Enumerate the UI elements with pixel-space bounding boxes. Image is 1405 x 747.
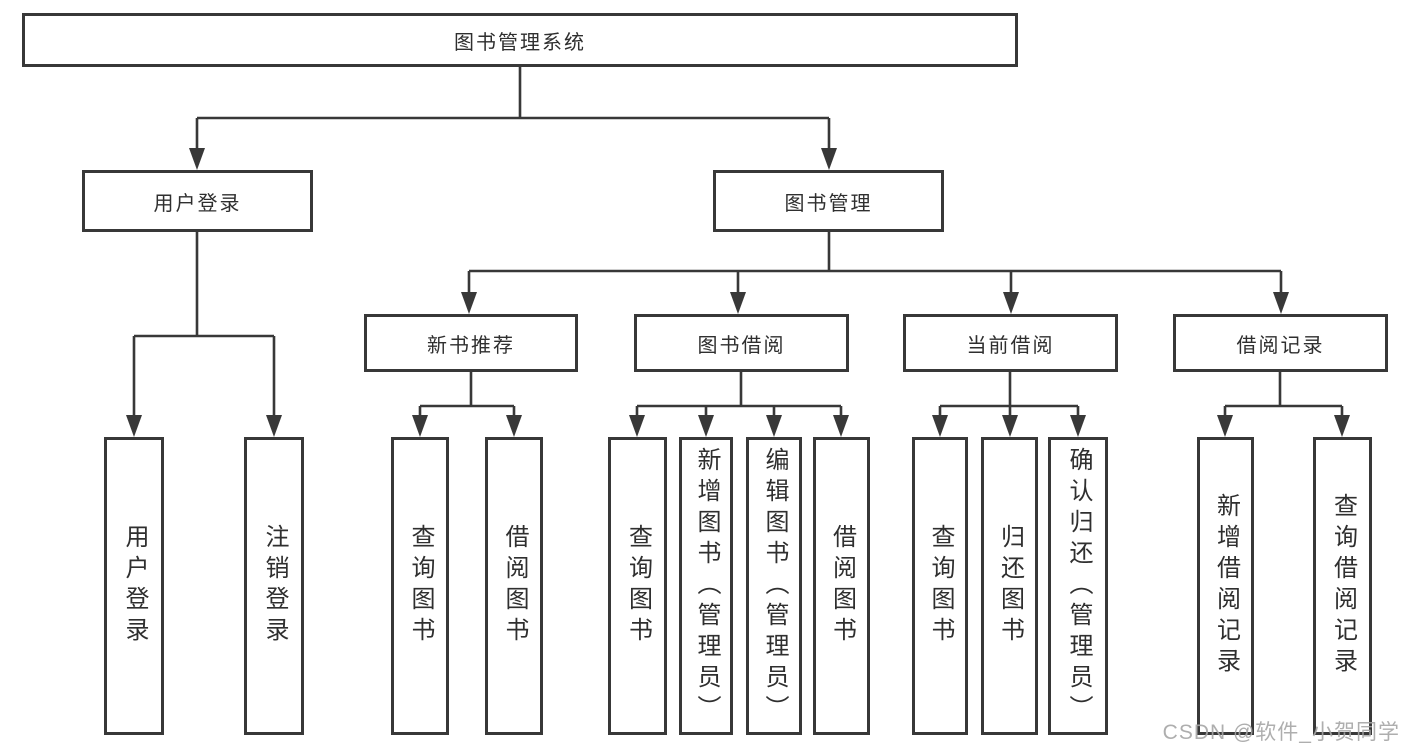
node-borrow-records-label: 借阅记录 bbox=[1236, 334, 1325, 357]
leaf-nbr-query-books: 查询图书 bbox=[391, 437, 449, 735]
leaf-user-login-label: 用户登录 bbox=[121, 524, 148, 648]
node-user-login-label: 用户登录 bbox=[153, 192, 242, 215]
leaf-bb-edit-books-admin-label: 编辑图书（管理员） bbox=[761, 446, 788, 726]
csdn-watermark: CSDN @软件_小贺同学 bbox=[1162, 721, 1400, 744]
leaf-logout-label: 注销登录 bbox=[261, 524, 288, 648]
connector-borrow-records bbox=[1217, 372, 1350, 437]
node-root-label: 图书管理系统 bbox=[454, 31, 586, 54]
leaf-bb-query-books: 查询图书 bbox=[608, 437, 667, 735]
leaf-bb-edit-books-admin: 编辑图书（管理员） bbox=[746, 437, 802, 735]
leaf-cb-return-books-label: 归还图书 bbox=[996, 524, 1024, 648]
leaf-cb-confirm-return-admin-label: 确认归还（管理员） bbox=[1065, 446, 1092, 726]
node-book-management: 图书管理 bbox=[713, 170, 944, 232]
leaf-cb-query-books-label: 查询图书 bbox=[927, 524, 954, 648]
node-root: 图书管理系统 bbox=[22, 13, 1018, 67]
leaf-bb-add-books-admin: 新增图书（管理员） bbox=[679, 437, 733, 735]
leaf-logout: 注销登录 bbox=[244, 437, 304, 735]
leaf-nbr-borrow-books: 借阅图书 bbox=[485, 437, 543, 735]
leaf-cb-return-books: 归还图书 bbox=[981, 437, 1038, 735]
leaf-bb-borrow-books: 借阅图书 bbox=[813, 437, 870, 735]
connector-current-borrow bbox=[932, 372, 1086, 437]
leaf-br-add-record: 新增借阅记录 bbox=[1197, 437, 1254, 735]
node-user-login: 用户登录 bbox=[82, 170, 313, 232]
node-new-book-rec: 新书推荐 bbox=[364, 314, 578, 372]
leaf-bb-add-books-admin-label: 新增图书（管理员） bbox=[693, 446, 720, 726]
node-book-borrow: 图书借阅 bbox=[634, 314, 849, 372]
node-book-management-label: 图书管理 bbox=[784, 192, 873, 215]
leaf-br-query-record-label: 查询借阅记录 bbox=[1329, 493, 1357, 679]
leaf-br-add-record-label: 新增借阅记录 bbox=[1212, 493, 1240, 679]
leaf-user-login: 用户登录 bbox=[104, 437, 164, 735]
leaf-bb-borrow-books-label: 借阅图书 bbox=[828, 524, 856, 648]
node-current-borrow: 当前借阅 bbox=[903, 314, 1118, 372]
connector-new-book-rec bbox=[412, 372, 522, 437]
connector-root bbox=[189, 67, 837, 170]
node-borrow-records: 借阅记录 bbox=[1173, 314, 1388, 372]
node-book-borrow-label: 图书借阅 bbox=[697, 334, 786, 357]
leaf-bb-query-books-label: 查询图书 bbox=[624, 524, 652, 648]
connector-user-login bbox=[126, 232, 282, 437]
leaf-nbr-query-books-label: 查询图书 bbox=[407, 524, 434, 648]
leaf-cb-confirm-return-admin: 确认归还（管理员） bbox=[1048, 437, 1108, 735]
leaf-br-query-record: 查询借阅记录 bbox=[1313, 437, 1372, 735]
connector-book-borrow bbox=[629, 372, 849, 437]
leaf-cb-query-books: 查询图书 bbox=[912, 437, 968, 735]
node-new-book-rec-label: 新书推荐 bbox=[427, 334, 515, 357]
connector-book-management bbox=[461, 232, 1289, 314]
leaf-nbr-borrow-books-label: 借阅图书 bbox=[501, 524, 528, 648]
node-current-borrow-label: 当前借阅 bbox=[966, 334, 1055, 357]
